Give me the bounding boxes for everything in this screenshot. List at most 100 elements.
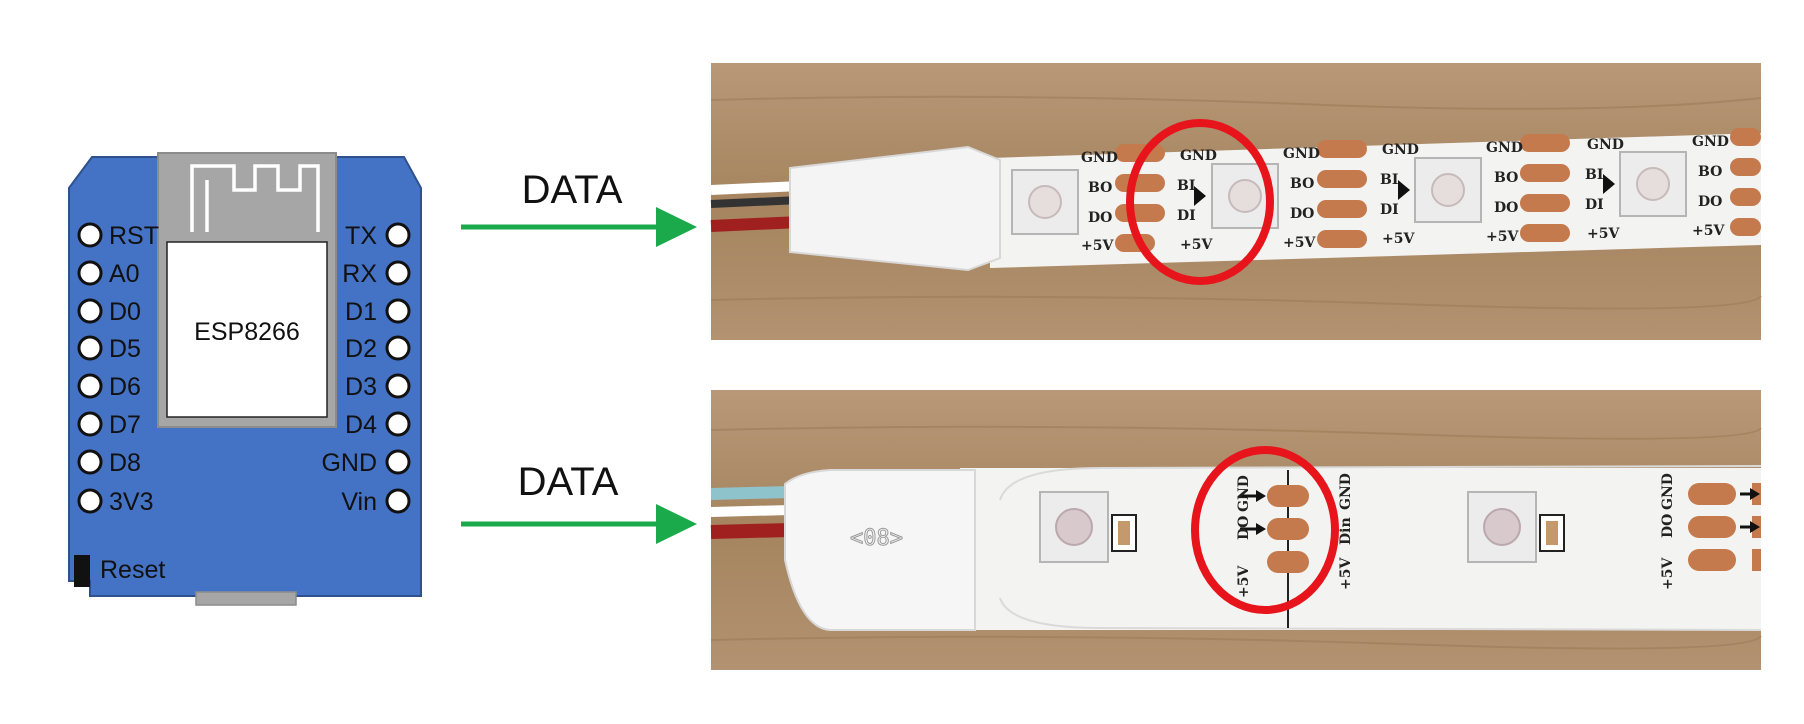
arrow-right-icon [1750, 488, 1760, 500]
pin-hole-rx [385, 260, 411, 286]
sleeve-print-mark: <08> [850, 526, 903, 551]
pin-label-d1: D1 [345, 298, 377, 326]
pin-hole-d2 [385, 335, 411, 361]
pin-label-tx: TX [345, 222, 377, 250]
pin-label-rst: RST [109, 222, 159, 250]
svg-text:+5V: +5V [1486, 229, 1519, 245]
data-label-bottom: DATA [518, 460, 619, 504]
copper-pads-top [1115, 128, 1761, 252]
pin-hole-d7 [77, 411, 103, 437]
highlight-circle-bottom [1191, 446, 1339, 614]
usb-port [195, 591, 297, 606]
svg-text:BO: BO [1088, 180, 1112, 196]
svg-text:DO: DO [1290, 206, 1314, 222]
pin-label-d5: D5 [109, 335, 141, 363]
svg-text:GND: GND [1692, 134, 1729, 150]
svg-text:DO: DO [1698, 194, 1722, 210]
svg-text:BO: BO [1290, 176, 1314, 192]
svg-text:GND: GND [1382, 142, 1419, 158]
svg-text:+5V: +5V [1081, 238, 1114, 254]
svg-text:+5V: +5V [1180, 237, 1213, 253]
pin-hole-d0 [77, 298, 103, 324]
pin-hole-a0 [77, 260, 103, 286]
svg-text:DI: DI [1585, 197, 1604, 213]
svg-text:BI: BI [1177, 178, 1195, 194]
pin-hole-gnd [385, 449, 411, 475]
wire-white-top [710, 181, 801, 195]
wire-red-bottom [710, 523, 791, 539]
pin-label-rx: RX [342, 260, 377, 288]
arrow-right-icon [1256, 490, 1266, 502]
direction-arrows-bottom [1240, 488, 1760, 535]
highlight-circle-top [1126, 119, 1274, 285]
pin-label-3v3: 3V3 [109, 488, 153, 516]
svg-text:+5V: +5V [1338, 557, 1354, 590]
pin-hole-d4 [385, 411, 411, 437]
svg-text:+5V: +5V [1382, 231, 1415, 247]
svg-text:BI: BI [1585, 167, 1603, 183]
direction-arrow-icon [1603, 174, 1615, 194]
pin-hole-3v3 [77, 488, 103, 514]
copper-pads-bottom [1267, 483, 1761, 573]
svg-text:DI: DI [1380, 202, 1399, 218]
pin-hole-d3 [385, 373, 411, 399]
wire-blue-bottom [710, 486, 791, 500]
direction-arrow-icon [1398, 180, 1410, 200]
pin-hole-rst [77, 222, 103, 248]
pin-label-gnd: GND [321, 449, 377, 477]
wire-white-bottom [710, 505, 791, 517]
esp8266-chip [166, 241, 328, 418]
wire-black-top [710, 196, 801, 208]
svg-text:+5V: +5V [1283, 235, 1316, 251]
pin-label-d6: D6 [109, 373, 141, 401]
pad-labels-top: GND BO DO +5V GND BI DI +5V GND BO DO +5… [1081, 134, 1729, 254]
svg-text:GND: GND [1180, 148, 1217, 164]
arrow-head-top [656, 207, 697, 247]
pin-label-d0: D0 [109, 298, 141, 326]
arrow-right-icon [1750, 521, 1760, 533]
svg-text:+5V: +5V [1692, 223, 1725, 239]
svg-text:GND: GND [1486, 140, 1523, 156]
connector-sleeve-bottom [784, 469, 976, 631]
pad-labels-bottom: +5V DO GND +5V Din GND +5V DO GND [1236, 473, 1676, 598]
svg-text:DO: DO [1236, 516, 1252, 540]
svg-text:Din: Din [1338, 517, 1354, 545]
arrow-right-icon [1256, 523, 1266, 535]
pin-label-d7: D7 [109, 411, 141, 439]
svg-text:GND: GND [1338, 473, 1354, 510]
pin-label-d3: D3 [345, 373, 377, 401]
pin-label-vin: Vin [341, 488, 377, 516]
left-pin-header: RST A0 D0 D5 D6 D7 D8 3V3 [77, 222, 159, 516]
photo-strip-top: GND BO DO +5V GND BI DI +5V GND BO DO +5… [710, 63, 1762, 340]
svg-text:DI: DI [1177, 208, 1196, 224]
chip-label: ESP8266 [194, 318, 300, 346]
pin-label-d4: D4 [345, 411, 377, 439]
svg-text:BO: BO [1698, 164, 1722, 180]
antenna-trace [190, 164, 320, 232]
led-chip-top [1011, 169, 1079, 235]
data-label-top: DATA [522, 168, 623, 212]
svg-text:DO: DO [1660, 514, 1676, 538]
right-pin-header: TX RX D1 D2 D3 D4 GND Vin [321, 222, 411, 516]
svg-text:BI: BI [1380, 172, 1398, 188]
svg-text:GND: GND [1236, 475, 1252, 512]
photo-strip-bottom: <08> [710, 390, 1762, 670]
svg-text:GND: GND [1081, 150, 1118, 166]
direction-arrow-icon [1194, 186, 1206, 206]
data-arrow-bottom: DATA [461, 460, 697, 544]
pin-hole-d1 [385, 298, 411, 324]
esp8266-board: ESP8266 Reset RST A0 D0 D5 D6 D7 D8 3V3 … [68, 152, 422, 606]
svg-text:GND: GND [1660, 473, 1676, 510]
svg-text:DO: DO [1494, 200, 1518, 216]
pin-hole-d5 [77, 335, 103, 361]
svg-text:GND: GND [1587, 137, 1624, 153]
connector-sleeve-top [789, 145, 1001, 272]
pin-label-d8: D8 [109, 449, 141, 477]
wire-red-top [710, 216, 801, 232]
pin-hole-tx [385, 222, 411, 248]
reset-button [74, 555, 90, 587]
svg-text:BO: BO [1494, 170, 1518, 186]
reset-label: Reset [100, 556, 165, 584]
svg-text:+5V: +5V [1660, 557, 1676, 590]
